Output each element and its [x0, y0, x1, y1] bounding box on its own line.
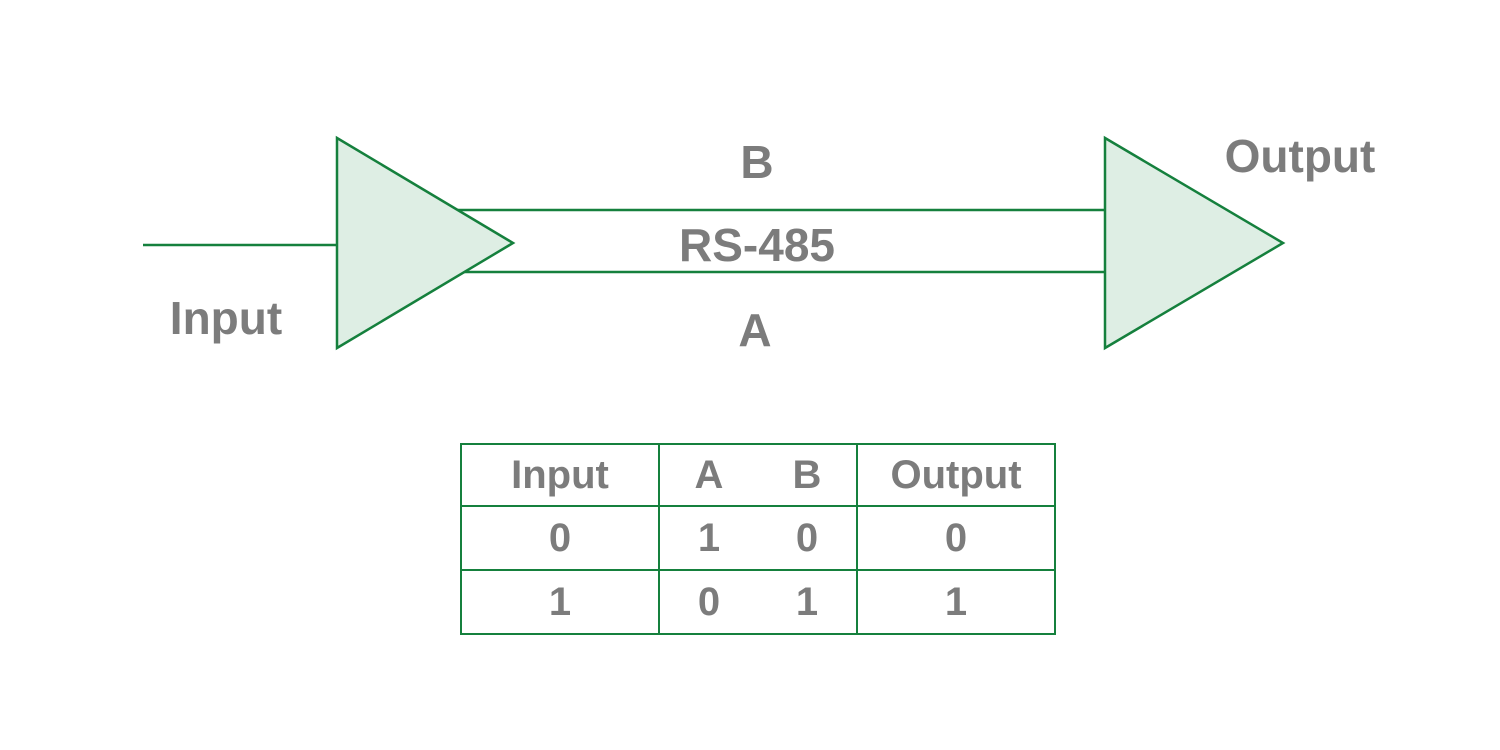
truth-table-cell-input: 1	[460, 569, 660, 635]
driver-buffer-triangle	[335, 135, 516, 351]
output-label: Output	[1225, 130, 1376, 182]
truth-table-cell-ab: 1 0	[658, 505, 858, 571]
truth-table-header-b: B	[792, 453, 822, 497]
bus-label: RS-485	[679, 219, 835, 271]
truth-table-header-output: Output	[856, 443, 1056, 507]
truth-table-cell-ab: 0 1	[658, 569, 858, 635]
receiver-buffer-triangle	[1103, 135, 1286, 351]
truth-table: Input A B Output 0 1 0 0 1	[460, 443, 1056, 635]
truth-table-header-row: Input A B Output	[460, 443, 1056, 507]
input-label: Input	[170, 292, 282, 344]
truth-table-header-a: A	[694, 453, 724, 497]
line-b-label: B	[740, 136, 773, 188]
truth-table-cell-input: 0	[460, 505, 660, 571]
truth-table-cell-b: 0	[795, 516, 819, 560]
truth-table-cell-a: 0	[697, 580, 721, 624]
truth-table-cell-a: 1	[697, 516, 721, 560]
truth-table-row: 0 1 0 0	[460, 505, 1056, 571]
truth-table-cell-output: 1	[856, 569, 1056, 635]
truth-table-cell-output: 0	[856, 505, 1056, 571]
truth-table-header-ab: A B	[658, 443, 858, 507]
truth-table-cell-b: 1	[795, 580, 819, 624]
truth-table-row: 1 0 1 1	[460, 569, 1056, 635]
line-a-label: A	[738, 304, 771, 356]
truth-table-header-input: Input	[460, 443, 660, 507]
